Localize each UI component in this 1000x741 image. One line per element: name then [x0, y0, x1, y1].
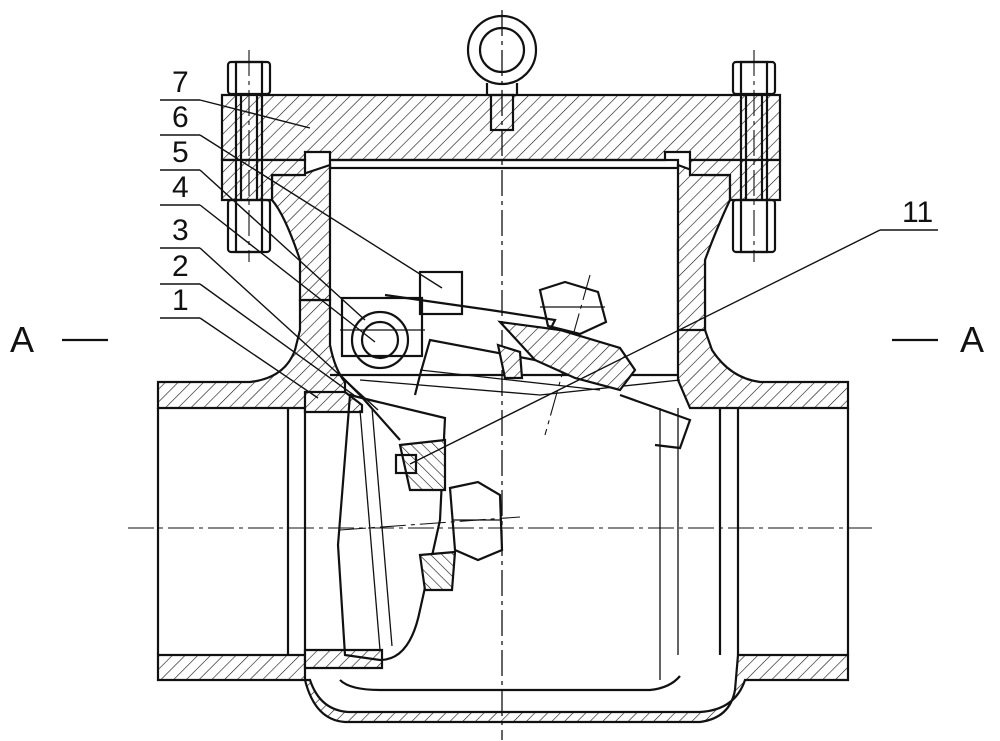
valve-disc [305, 392, 520, 668]
body-neck-right [678, 165, 730, 330]
section-label-left: A [10, 319, 34, 360]
callout-1: 1 [172, 284, 189, 317]
callout-5: 5 [172, 136, 189, 169]
callout-4: 4 [172, 171, 189, 204]
callout-2: 2 [172, 250, 189, 283]
callout-11: 11 [902, 196, 933, 229]
callout-3: 3 [172, 214, 189, 247]
callout-7: 7 [172, 66, 189, 99]
section-label-right: A [960, 319, 984, 360]
hinge-arm-assembly [340, 272, 690, 448]
callout-6: 6 [172, 101, 189, 134]
body-bottom-wall [158, 655, 848, 722]
